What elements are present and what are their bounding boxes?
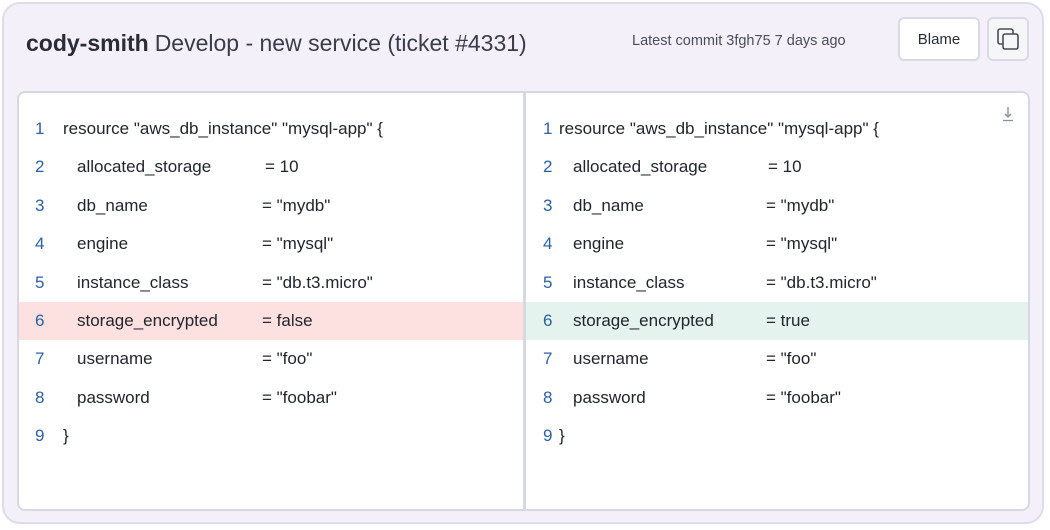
diff-line[interactable]: 1 resource "aws_db_instance" "mysql-app" … — [526, 110, 1028, 148]
code-key: username — [573, 349, 649, 369]
code-value: = false — [262, 310, 313, 330]
line-number: 9 — [543, 426, 553, 446]
diff-line[interactable]: 5 instance_class = "db.t3.micro" — [526, 264, 1028, 302]
code-key: db_name — [573, 195, 644, 215]
code-text: resource "aws_db_instance" "mysql-app" { — [63, 119, 383, 138]
line-number: 2 — [543, 157, 553, 177]
blame-button[interactable]: Blame — [898, 17, 980, 61]
code-value: = "db.t3.micro" — [262, 272, 373, 292]
code-text: } — [559, 426, 565, 446]
code-text: } — [63, 426, 69, 446]
line-number: 5 — [543, 272, 553, 292]
code-value: = "mydb" — [262, 195, 331, 215]
diff-line[interactable]: 2 allocated_storage = 10 — [19, 148, 523, 186]
diff-line[interactable]: 8 password = "foobar" — [19, 379, 523, 417]
line-number: 1 — [35, 119, 45, 138]
diff-line[interactable]: 5 instance_class = "db.t3.micro" — [19, 264, 523, 302]
diff-line[interactable]: 7 username = "foo" — [526, 340, 1028, 378]
diff-line[interactable]: 3 db_name = "mydb" — [19, 187, 523, 225]
code-key: username — [77, 349, 153, 369]
code-value: = "foo" — [262, 349, 313, 369]
code-value: = "db.t3.micro" — [766, 272, 877, 292]
line-number: 5 — [35, 272, 45, 292]
diff-line[interactable]: 1 resource "aws_db_instance" "mysql-app" … — [19, 110, 523, 148]
commit-message: Develop - new service (ticket #4331) — [154, 30, 527, 56]
diff-line[interactable]: 2 allocated_storage = 10 — [526, 148, 1028, 186]
pane-divider[interactable] — [523, 93, 526, 509]
code-key: storage_encrypted — [77, 310, 218, 330]
code-value: = 10 — [768, 157, 802, 177]
code-value: = "mysql" — [766, 234, 838, 254]
download-icon[interactable] — [1002, 106, 1014, 122]
diff-line[interactable]: 4 engine = "mysql" — [19, 225, 523, 263]
diff-line[interactable]: 8 password = "foobar" — [526, 379, 1028, 417]
code-key: instance_class — [573, 272, 685, 292]
code-value: = "foobar" — [766, 387, 841, 407]
code-key: allocated_storage — [573, 157, 708, 177]
line-number: 2 — [35, 157, 45, 177]
line-number: 1 — [543, 119, 553, 138]
line-number: 3 — [35, 195, 45, 215]
code-value: = "mydb" — [766, 195, 835, 215]
diff-line-removed[interactable]: 6 storage_encrypted = false — [19, 301, 523, 341]
code-value: = "mysql" — [262, 234, 334, 254]
code-value: = 10 — [265, 157, 299, 177]
line-number: 7 — [35, 349, 45, 369]
line-number: 7 — [543, 349, 553, 369]
diff-panel: 1 resource "aws_db_instance" "mysql-app" … — [17, 91, 1030, 511]
line-number: 3 — [543, 195, 553, 215]
line-number: 8 — [35, 387, 45, 407]
diff-line-added[interactable]: 6 storage_encrypted = true — [526, 301, 1028, 341]
line-number: 8 — [543, 387, 553, 407]
code-text: resource "aws_db_instance" "mysql-app" { — [559, 119, 879, 138]
diff-line[interactable]: 9} — [526, 417, 1028, 455]
code-key: engine — [573, 234, 625, 254]
diff-line[interactable]: 4 engine = "mysql" — [526, 225, 1028, 263]
line-number: 6 — [35, 310, 45, 330]
code-value: = "foobar" — [262, 387, 337, 407]
line-number: 4 — [35, 234, 45, 254]
code-key: storage_encrypted — [573, 310, 714, 330]
line-number: 6 — [543, 310, 553, 330]
copy-icon — [997, 28, 1019, 50]
code-key: instance_class — [77, 272, 189, 292]
line-number: 4 — [543, 234, 553, 254]
code-value: = true — [766, 310, 810, 330]
diff-line[interactable]: 7 username = "foo" — [19, 340, 523, 378]
code-key: db_name — [77, 195, 148, 215]
diff-pane-original: 1 resource "aws_db_instance" "mysql-app" … — [19, 110, 523, 509]
code-key: password — [77, 387, 150, 407]
latest-commit-info[interactable]: Latest commit 3fgh75 7 days ago — [632, 33, 846, 49]
diff-line[interactable]: 3 db_name = "mydb" — [526, 187, 1028, 225]
code-key: allocated_storage — [77, 157, 212, 177]
line-number: 9 — [35, 426, 45, 446]
commit-author[interactable]: cody-smith — [26, 30, 149, 56]
code-key: password — [573, 387, 646, 407]
copy-button[interactable] — [987, 17, 1029, 61]
code-key: engine — [77, 234, 129, 254]
diff-pane-modified: 1 resource "aws_db_instance" "mysql-app" … — [526, 110, 1028, 509]
diff-line[interactable]: 9} — [19, 417, 523, 455]
code-value: = "foo" — [766, 349, 817, 369]
